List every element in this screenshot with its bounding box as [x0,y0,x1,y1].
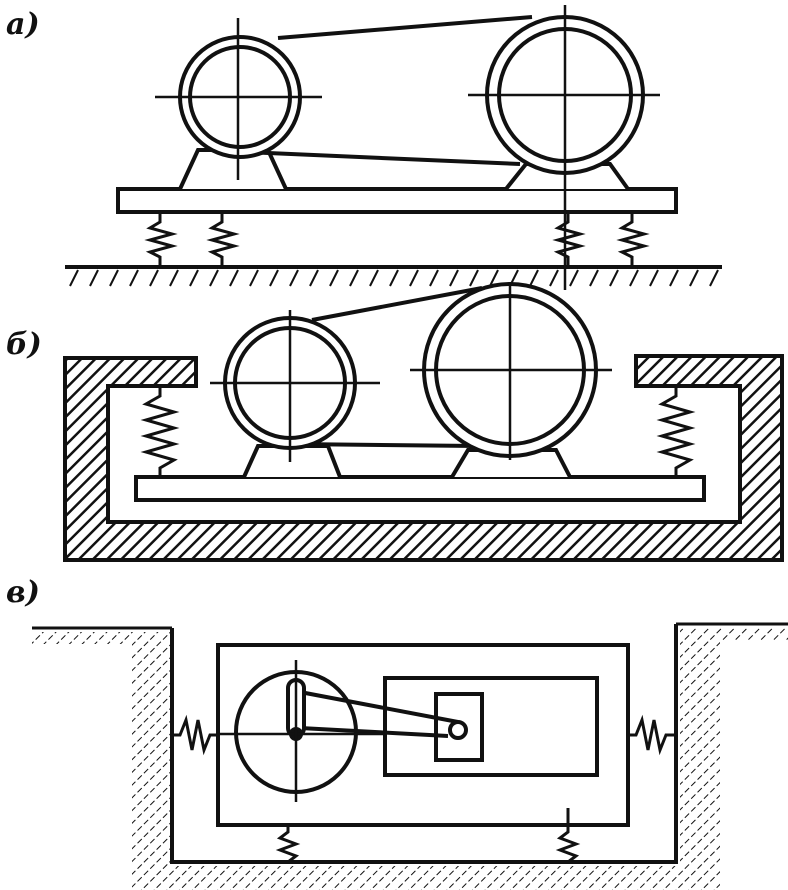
spring-a2 [206,212,240,267]
spring-a3 [552,212,586,267]
centerlines-v [218,660,385,802]
spring-b1 [140,386,180,477]
ground-hatch-right-v [720,628,788,640]
motor-stand-b [242,444,342,478]
spring-v-bottom2 [555,808,581,864]
spring-v-bottom1 [275,825,301,864]
pit-outline-v [170,624,678,864]
centerlines-b [210,282,612,462]
ground-hatch [69,269,719,287]
connecting-rod-bottom-v [299,726,449,738]
panel-a-diagram [65,5,722,290]
crosshead-v [434,692,484,762]
belt-bottom-b [291,442,479,448]
platform-a [116,187,678,214]
rod-pin-v [448,720,468,740]
panel-b-diagram [63,282,784,562]
spring-b2 [656,386,696,477]
panel-v-diagram [32,622,788,890]
slide-block-v [383,676,599,777]
pit-walls-b [63,354,784,562]
spring-a4 [616,212,650,267]
panel-label-b: б) [6,327,42,362]
connecting-rod-top-v [299,690,459,724]
panel-label-a: а) [6,7,40,42]
spring-v-left [172,714,218,756]
ground-hatch-left-v [32,632,132,644]
belt-bottom-a [243,150,521,166]
spring-v-right [628,714,676,756]
panel-label-v: в) [6,575,40,610]
centerlines-a [155,5,660,290]
spring-a1 [144,212,178,267]
belt-top-a [277,15,533,40]
belt-top-b [311,286,483,322]
platform-b [134,475,706,502]
